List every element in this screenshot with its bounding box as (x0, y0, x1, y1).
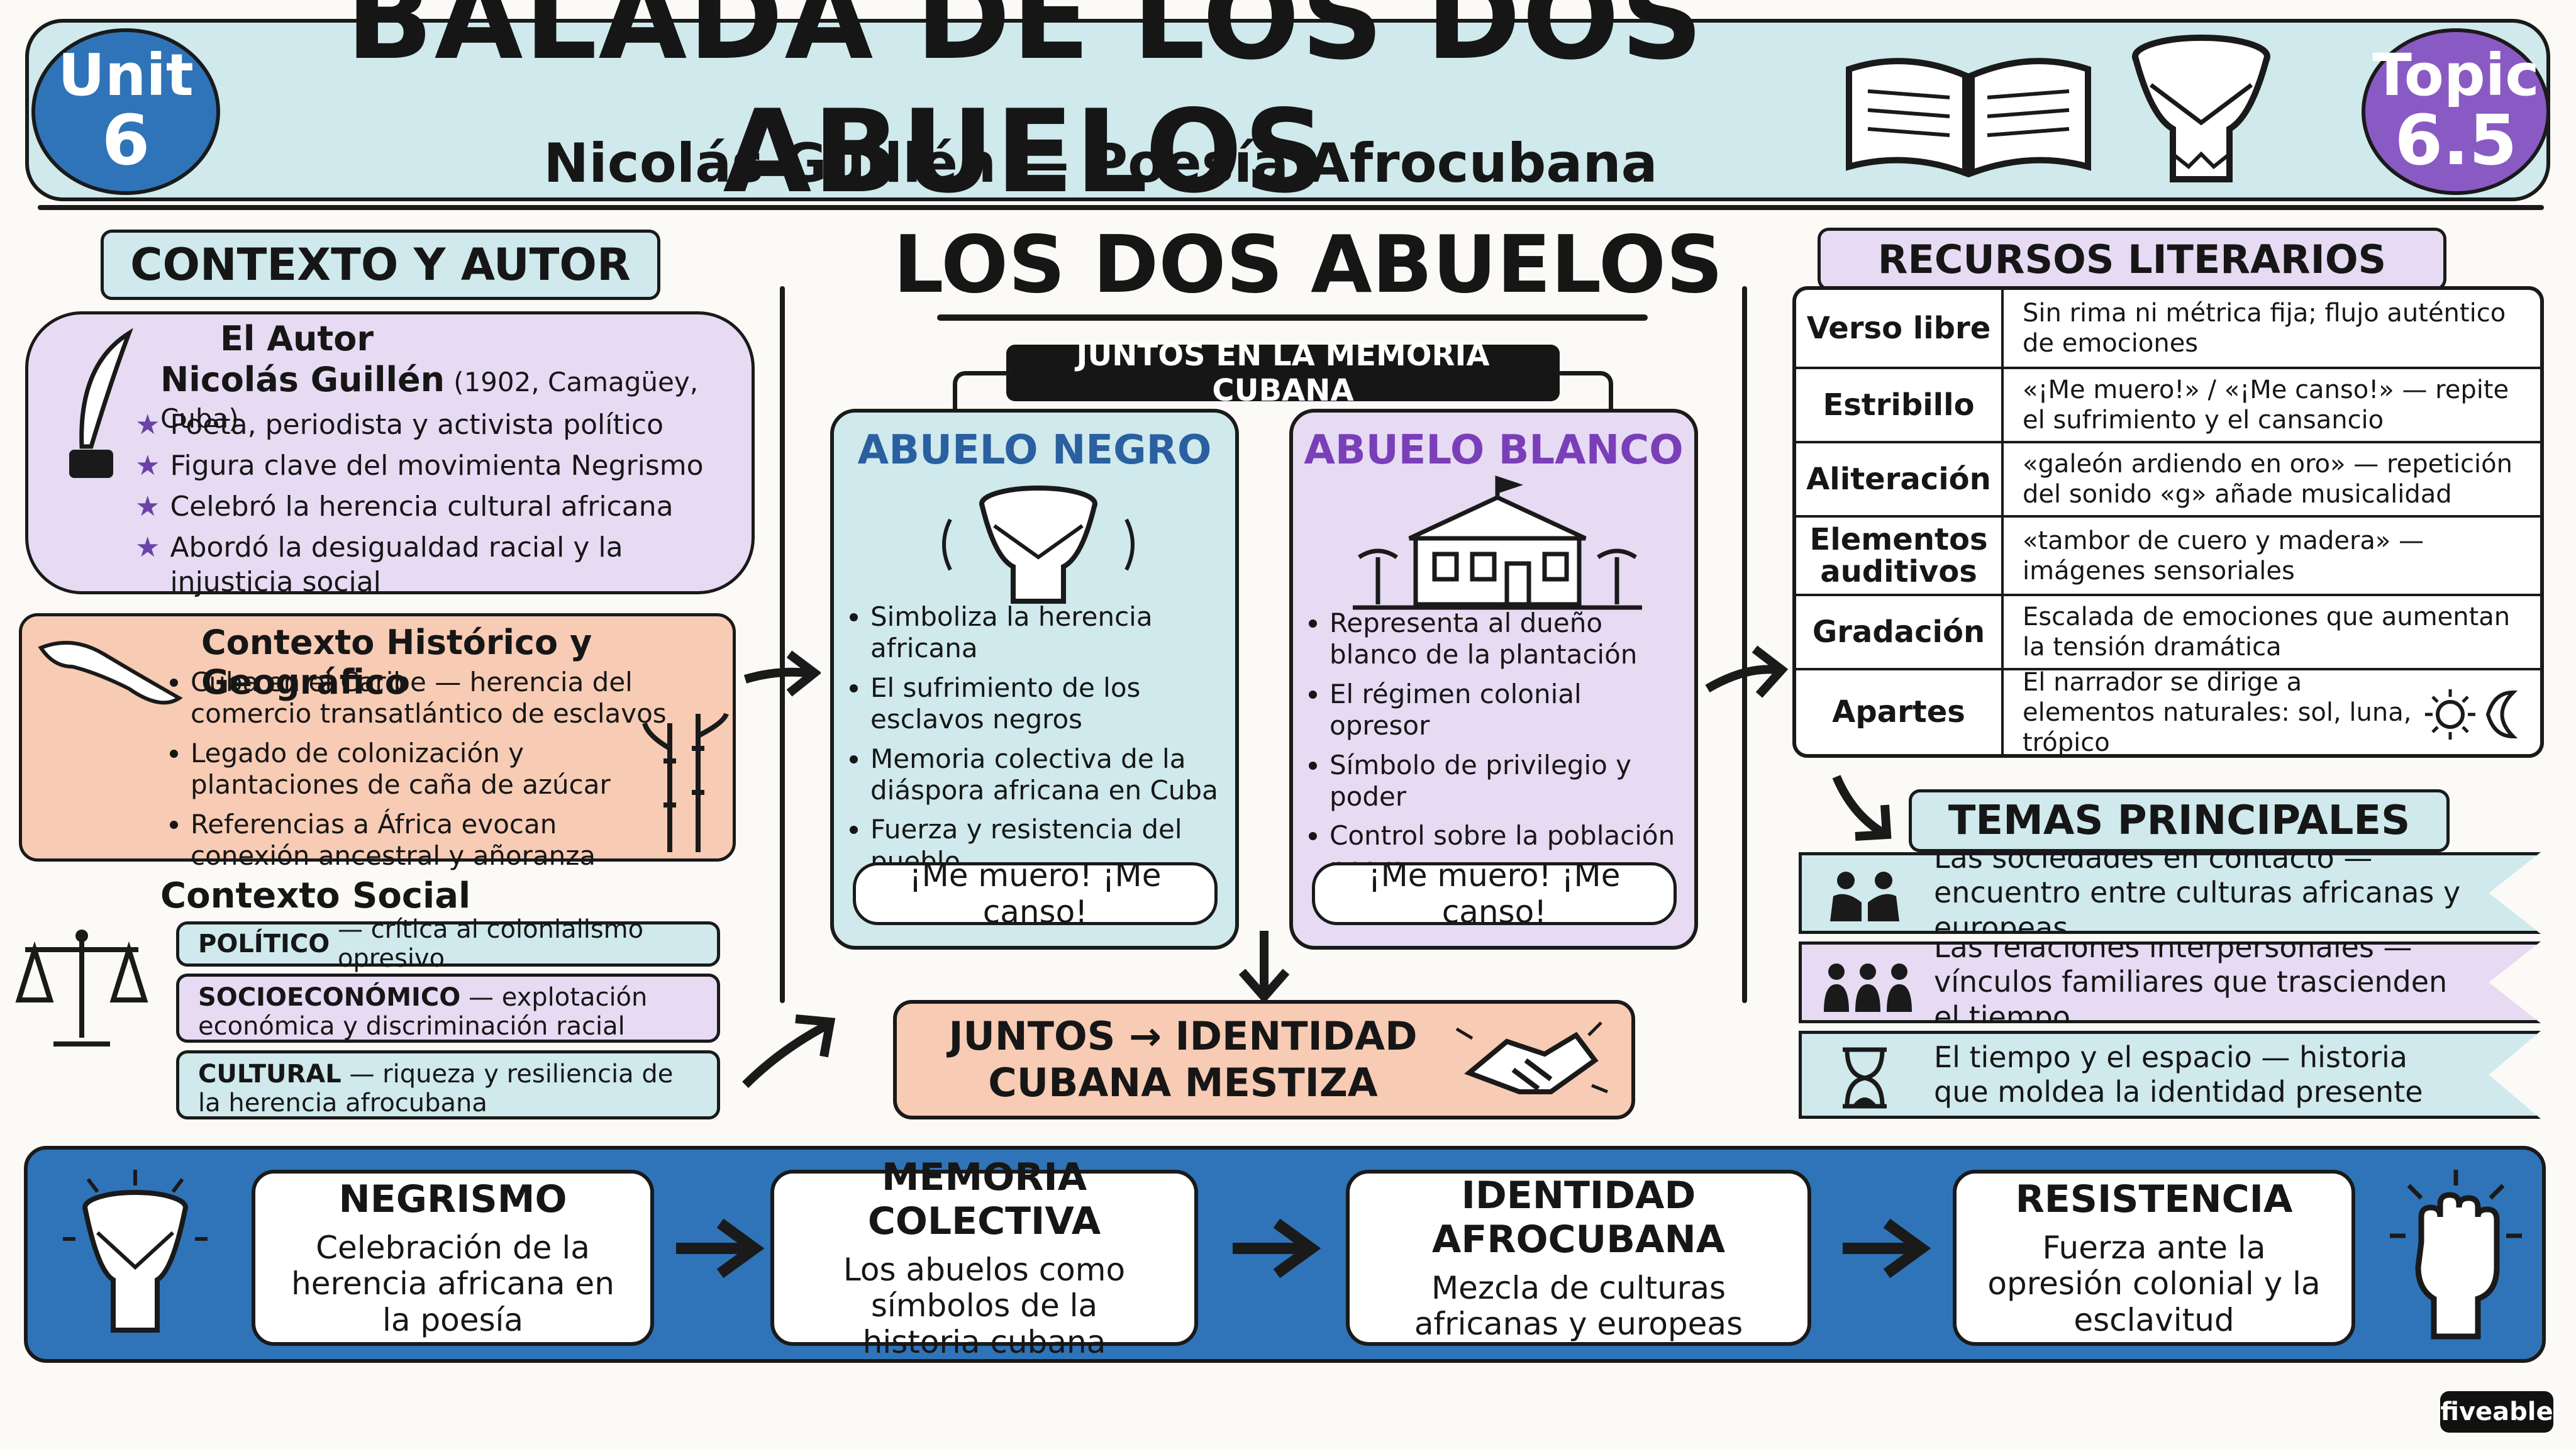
drum-icon (63, 1170, 208, 1333)
quote-bubble-blanco: ¡Me muero! ¡Me canso! (1312, 857, 1677, 930)
header-banner (25, 19, 2550, 201)
unit-badge: Unit 6 (31, 28, 220, 195)
negro-bullet: El sufrimiento de los esclavos negros (870, 672, 1224, 736)
social-row-socioeconomico: SOCIOECONÓMICO — explotación económica y… (176, 974, 720, 1043)
quill-icon (69, 328, 133, 478)
cuba-map-icon (38, 641, 183, 705)
sugarcane-icon (642, 713, 729, 852)
column-divider (1742, 286, 1747, 1003)
section-header-literary: RECURSOS LITERARIOS (1818, 228, 2446, 291)
page-subtitle: Nicolás Guillén — Poesía Afrocubana (543, 132, 1658, 195)
result-panel: JUNTOS → IDENTIDAD CUBANA MESTIZA (893, 1000, 1635, 1119)
table-row: Verso libre Sin rima ni métrica fija; fl… (1796, 290, 2540, 367)
banner-juntos: JUNTOS EN LA MEMORIA CUBANA (1006, 338, 1560, 408)
sun-moon-icon (2425, 689, 2518, 740)
drum-icon (942, 486, 1135, 604)
arrow-right-icon (743, 650, 821, 697)
arrow-down-right-icon (1832, 775, 1892, 841)
topic-badge: Topic 6.5 (2362, 28, 2550, 195)
header-divider (38, 205, 2544, 210)
author-bullet: ★Poeta, periodista y activista político (135, 409, 664, 441)
table-row: Gradación Escalada de emociones que aume… (1796, 594, 2540, 668)
table-row: Aliteración «galeón ardiendo en oro» — r… (1796, 441, 2540, 515)
open-book-icon (1846, 58, 2091, 178)
concept-card-resistencia: RESISTENCIA Fuerza ante la opresión colo… (1953, 1170, 2355, 1346)
arrow-right-icon (1705, 645, 1789, 698)
theme-tiempo: El tiempo y el espacio — historia que mo… (1799, 1031, 2541, 1119)
bracket-right (1557, 371, 1613, 409)
unit-number: 6 (101, 99, 150, 180)
handshake-people-icon (1830, 872, 1899, 921)
card-abuelo-blanco: ABUELO BLANCO Representa al dueño blanco… (1289, 409, 1698, 950)
arrow-right-icon (1843, 1218, 1931, 1279)
raised-fist-icon (2390, 1170, 2522, 1340)
star-icon: ★ (135, 409, 160, 441)
center-title: LOS DOS ABUELOS (893, 218, 1723, 311)
arrow-right-icon (1233, 1218, 1321, 1279)
abuelo-negro-title: ABUELO NEGRO (857, 427, 1212, 474)
table-row: Elementos auditivos «tambor de cuero y m… (1796, 515, 2540, 594)
section-header-context: CONTEXTO Y AUTOR (101, 230, 660, 300)
concept-card-identidad: IDENTIDAD AFROCUBANA Mezcla de culturas … (1346, 1170, 1811, 1346)
column-divider (780, 286, 785, 1003)
section-header-themes: TEMAS PRINCIPALES (1909, 789, 2450, 852)
historical-context-panel: Contexto Histórico y Geográfico Cuba en … (19, 613, 736, 871)
social-row-politico: POLÍTICO — crítica al colonialismo opres… (176, 915, 720, 973)
literary-table: Verso libre Sin rima ni métrica fija; fl… (1792, 286, 2544, 758)
drum-icon (2132, 35, 2270, 182)
negro-bullet: Memoria colectiva de la diáspora african… (870, 743, 1224, 807)
author-bullet: ★Abordó la desigualdad racial y la injus… (135, 531, 623, 598)
table-row: Apartes El narrador se dirige a elemento… (1796, 668, 2540, 757)
historical-heading: Contexto Histórico y Geográfico (201, 623, 592, 702)
plantation-house-icon (1353, 475, 1642, 610)
arrow-right-icon (676, 1218, 764, 1279)
star-icon: ★ (135, 491, 160, 523)
blanco-bullet: Representa al dueño blanco de la plantac… (1330, 608, 1683, 671)
star-icon: ★ (135, 450, 160, 482)
page-title: BALADA DE LOS DOS ABUELOS (346, 0, 1704, 218)
author-bullet: ★Figura clave del movimienta Negrismo (135, 450, 704, 482)
topic-number: 6.5 (2394, 99, 2518, 180)
table-row: Estribillo «¡Me muero!» / «¡Me canso!» —… (1796, 367, 2540, 441)
arrow-up-right-icon (742, 1014, 836, 1088)
star-icon: ★ (135, 531, 160, 564)
blanco-bullet: El régimen colonial opresor (1330, 679, 1683, 742)
topic-label: Topic (2372, 41, 2540, 109)
theme-sociedades: Las sociedades en contacto — encuentro e… (1799, 852, 2541, 934)
scales-icon (15, 930, 148, 1046)
social-row-cultural: CULTURAL — riqueza y resiliencia de la h… (176, 1050, 720, 1119)
family-icon (1824, 963, 1912, 1012)
result-text: JUNTOS → IDENTIDAD CUBANA MESTIZA (948, 1013, 1418, 1106)
author-details: (1902, Camagüey, Cuba) (160, 367, 699, 434)
bracket-left (953, 371, 1009, 409)
author-bullet: ★Celebró la herencia cultural africana (135, 491, 674, 523)
abuelo-blanco-title: ABUELO BLANCO (1304, 427, 1684, 474)
concept-card-negrismo: NEGRISMO Celebración de la herencia afri… (252, 1170, 654, 1346)
unit-label: Unit (58, 41, 194, 109)
card-abuelo-negro: ABUELO NEGRO Simboliza la herencia afric… (830, 409, 1239, 950)
hourglass-icon (1843, 1047, 1887, 1109)
author-heading: El Autor (220, 319, 374, 358)
author-panel: El Autor Nicolás Guillén (1902, Camagüey… (25, 311, 755, 598)
theme-relaciones: Las relaciones interpersonales — vínculo… (1799, 941, 2541, 1023)
author-name: Nicolás Guillén (160, 360, 445, 399)
handshake-icon (1455, 1021, 1608, 1094)
concept-card-memoria: MEMORIA COLECTIVA Los abuelos como símbo… (770, 1155, 1198, 1360)
title-underline (937, 314, 1648, 321)
arrow-down-icon (1238, 931, 1290, 1003)
blanco-bullet: Símbolo de privilegio y poder (1330, 750, 1683, 813)
historical-bullet: Referencias a África evocan conexión anc… (191, 809, 670, 872)
fiveable-logo: fiveable (2440, 1391, 2553, 1433)
social-heading: Contexto Social (160, 875, 471, 916)
historical-bullet: Cuba en el Caribe — herencia del comerci… (191, 667, 670, 730)
historical-bullet: Legado de colonización y plantaciones de… (191, 738, 670, 801)
quote-bubble-negro: ¡Me muero! ¡Me canso! (853, 857, 1218, 930)
negro-bullet: Simboliza la herencia africana (870, 601, 1224, 665)
